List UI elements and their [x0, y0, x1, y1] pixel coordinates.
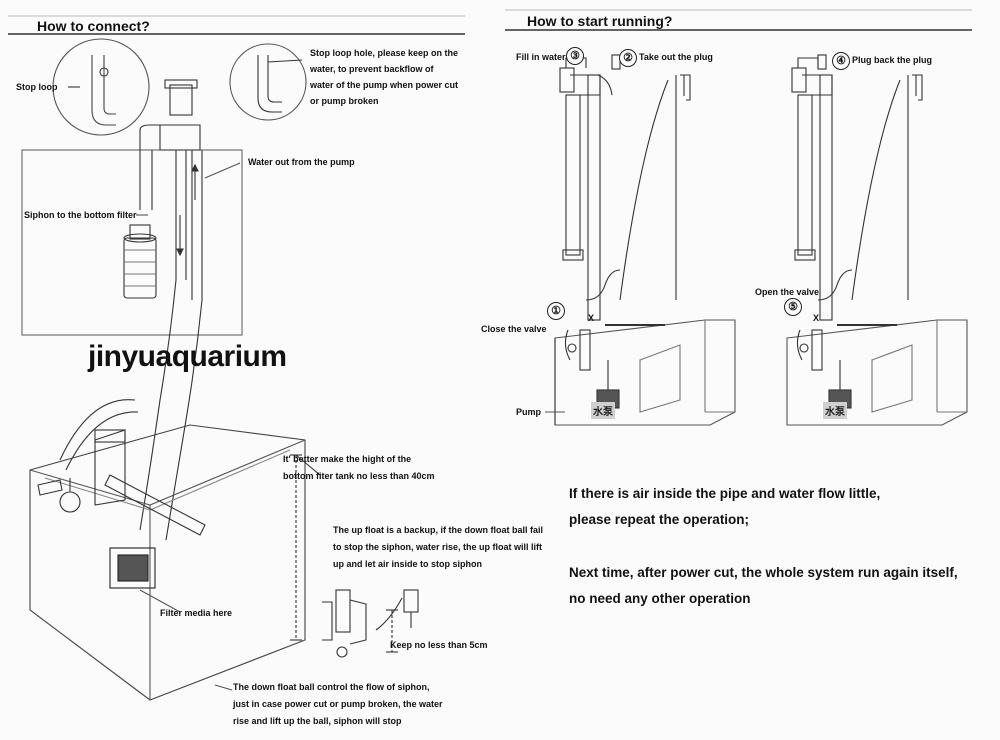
label-take-out-plug: Take out the plug	[639, 52, 713, 62]
label-pump: Pump	[516, 407, 542, 417]
pump-chinese-label-2: 水泵	[823, 402, 847, 419]
label-plug-back: Plug back the plug	[852, 55, 933, 65]
label-fill-water: Fill in water	[516, 52, 566, 62]
label-height-2: bottom fiter tank no less than 40cm	[283, 471, 435, 481]
label-stop-loop-hole-1: Stop loop hole, please keep on the	[310, 48, 459, 58]
step-5-marker: ⑤	[784, 298, 802, 316]
x-mark-1: X	[588, 313, 595, 323]
label-stop-loop-hole-3: water of the pump when power cut	[310, 80, 459, 90]
label-filter-media: Filter media here	[160, 608, 233, 618]
note-line-1: If there is air inside the pipe and wate…	[569, 486, 881, 501]
note-line-3: Next time, after power cut, the whole sy…	[569, 565, 958, 580]
label-downfloat-2: just in case power cut or pump broken, t…	[233, 699, 443, 709]
label-close-valve: Close the valve	[481, 324, 547, 334]
right-header: How to start running?	[527, 13, 673, 29]
label-downfloat-1: The down float ball control the flow of …	[233, 682, 430, 692]
label-upfloat-3: up and let air inside to stop siphon	[333, 559, 483, 569]
step-3-marker: ③	[566, 47, 584, 65]
label-keep-5cm: Keep no less than 5cm	[390, 640, 488, 650]
step-4-marker: ④	[832, 52, 850, 70]
brand-watermark: jinyuaquarium	[88, 340, 287, 373]
label-upfloat-2: to stop the siphon, water rise, the up f…	[333, 542, 543, 552]
note-line-4: no need any other operation	[569, 591, 751, 606]
note-line-2: please repeat the operation;	[569, 512, 750, 527]
label-open-valve: Open the valve	[755, 287, 820, 297]
label-upfloat-1: The up float is a backup, if the down fl…	[333, 525, 544, 535]
step-2-marker: ②	[619, 49, 637, 67]
left-header: How to connect?	[37, 18, 150, 34]
step-1-marker: ①	[547, 302, 565, 320]
label-stop-loop: Stop loop	[16, 82, 58, 92]
label-stop-loop-hole-2: water, to prevent backflow of	[310, 64, 434, 74]
label-water-out: Water out from the pump	[248, 157, 355, 167]
label-stop-loop-hole-4: or pump broken	[310, 96, 379, 106]
label-height-1: It' better make the hight of the	[283, 454, 412, 464]
label-downfloat-3: rise and lift up the ball, siphon will s…	[233, 716, 402, 726]
x-mark-2: X	[813, 313, 820, 323]
pump-chinese-label-1: 水泵	[591, 402, 615, 419]
label-siphon: Siphon to the bottom filter	[24, 210, 137, 220]
